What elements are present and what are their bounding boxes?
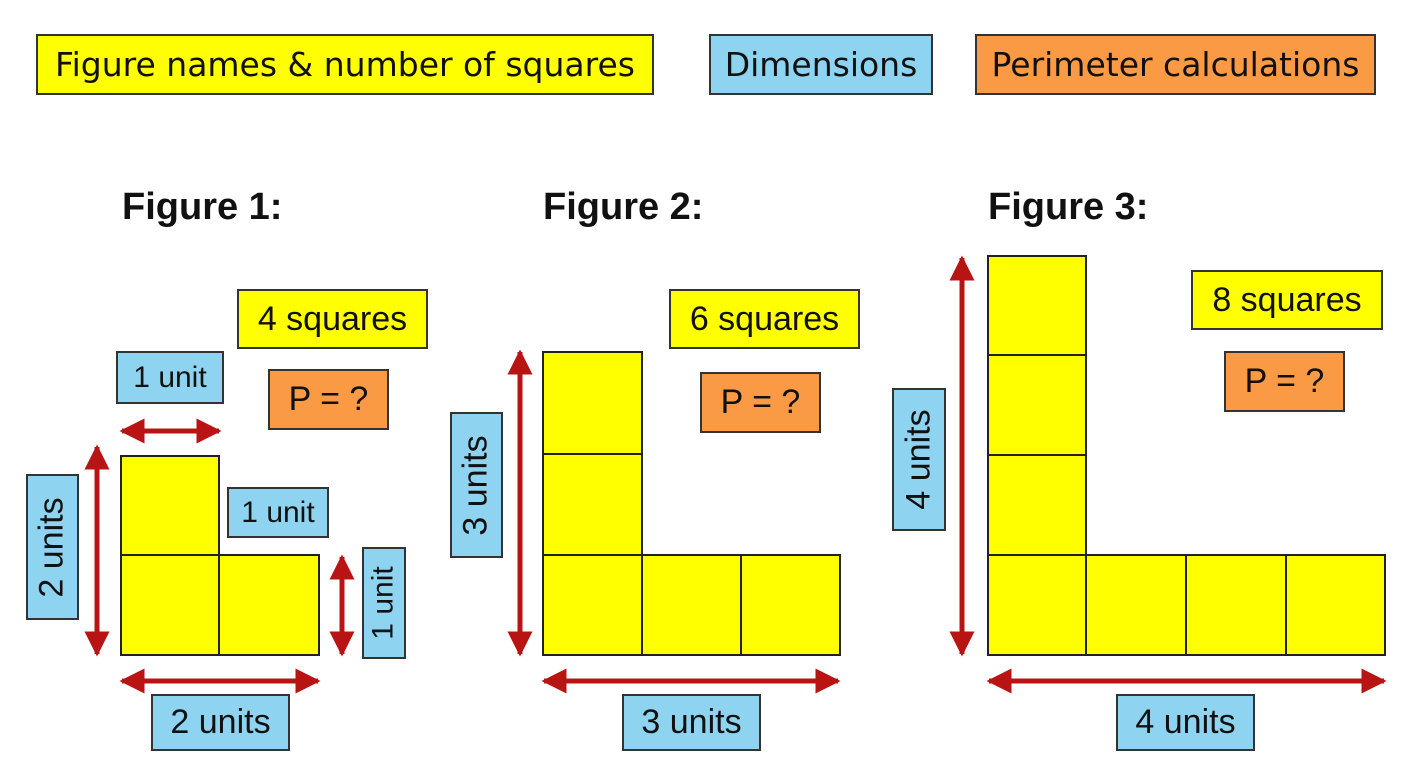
fig2-square [740,554,841,656]
fig1-bottom-dimension: 2 units [151,694,290,751]
fig2-left-dimension: 3 units [450,412,503,558]
fig3-squares-label: 8 squares [1191,270,1383,330]
fig2-square [542,351,643,455]
fig3-square [1285,554,1386,656]
fig1-left-dimension-text: 2 units [33,496,71,598]
fig3-square [987,255,1087,356]
figure-1-title: Figure 1: [122,186,283,228]
fig3-square [987,454,1087,556]
fig2-bottom-dimension: 3 units [622,694,761,751]
fig3-square [987,554,1087,656]
fig1-right-dimension-text: 1 unit [367,566,401,640]
fig1-right-dimension: 1 unit [362,547,406,659]
fig1-top-dimension: 1 unit [116,351,224,404]
legend-dimensions: Dimensions [709,34,933,95]
fig1-square [120,455,220,556]
fig1-left-dimension: 2 units [26,474,79,620]
figure-3-title: Figure 3: [988,186,1149,228]
legend-perimeter: Perimeter calculations [975,34,1376,95]
fig2-square [542,453,643,556]
fig3-left-dimension: 4 units [892,388,946,531]
fig2-square [542,554,643,656]
figure-2-title: Figure 2: [543,186,704,228]
fig2-square [641,554,742,656]
fig2-left-dimension-text: 3 units [457,434,495,536]
fig1-perimeter-label: P = ? [268,369,389,430]
fig1-square [120,554,220,656]
fig1-step-dimension: 1 unit [227,487,329,538]
fig3-square [987,354,1087,456]
fig2-squares-label: 6 squares [669,289,860,349]
fig2-perimeter-label: P = ? [700,372,821,433]
fig3-square [1185,554,1287,656]
fig1-square [218,554,320,656]
fig3-bottom-dimension: 4 units [1116,694,1255,751]
fig3-square [1085,554,1187,656]
fig1-squares-label: 4 squares [237,289,428,349]
fig3-perimeter-label: P = ? [1224,351,1345,412]
fig3-left-dimension-text: 4 units [899,409,938,510]
legend-figure-names: Figure names & number of squares [36,34,654,95]
